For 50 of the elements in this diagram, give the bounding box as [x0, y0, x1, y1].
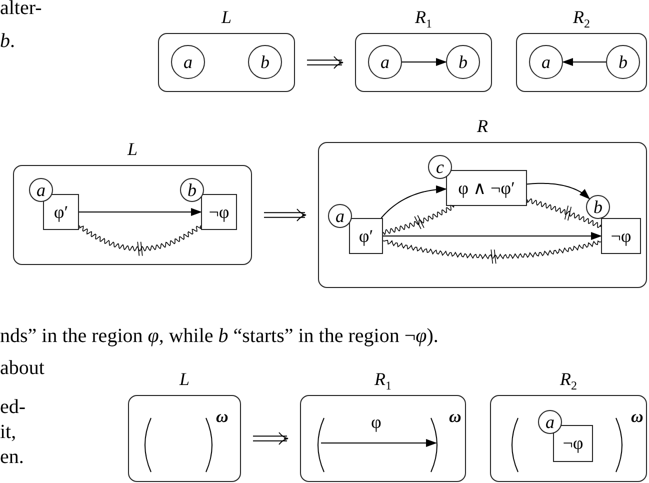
wavy-connector [382, 204, 455, 235]
frame-title: R$_{2}$ [573, 8, 590, 30]
arrow [402, 58, 447, 66]
implies-arrow [252, 432, 288, 445]
frame-title: R [477, 117, 488, 135]
arrow-label: φ [371, 413, 382, 433]
vertex-circle: a [171, 45, 205, 79]
wavy-connector [78, 225, 202, 256]
text-fragment: alter- [0, 0, 42, 19]
superscript: ω [216, 408, 228, 425]
text-fragment: ed- [0, 396, 26, 418]
arrow [526, 182, 590, 200]
text-fragment: about [0, 357, 44, 379]
vertex-circle: a [29, 178, 53, 202]
superscript: ω [631, 408, 644, 425]
vertex-circle: b [586, 195, 610, 219]
text-fragment: en. [0, 446, 24, 468]
arrow [380, 185, 447, 218]
vertex-circle: b [180, 178, 204, 202]
vertex-circle: a [538, 410, 562, 434]
region-box: φ′ [43, 194, 79, 230]
vertex-circle: b [248, 45, 282, 79]
region-box: φ ∧ ¬φ′ [446, 170, 527, 206]
frame-title: R$_{2}$ [560, 370, 577, 392]
arrow [562, 58, 606, 66]
wavy-connector [382, 240, 602, 264]
frame-title: R$_{1}$ [374, 370, 392, 392]
arrow [78, 208, 202, 216]
arrow [382, 232, 602, 240]
vertex-circle: b [446, 45, 480, 79]
text-fragment: it, [0, 421, 16, 443]
frame-title: L [180, 370, 190, 388]
superscript: ω [449, 408, 462, 425]
text-fragment: nds” in the region φ, while b “starts” in the region ¬φ). [0, 325, 438, 347]
frame-title: L [128, 140, 138, 158]
region-box: ¬φ [201, 194, 237, 230]
vertex-circle: a [529, 45, 563, 79]
implies-arrow [306, 56, 344, 69]
wavy-connector [526, 198, 602, 228]
vertex-circle: c [428, 155, 452, 179]
region-box: φ′ [349, 218, 383, 254]
frame-title: L [222, 8, 232, 26]
vertex-circle: b [606, 45, 640, 79]
vertex-circle: a [368, 45, 402, 79]
frame-title: R$_{1}$ [415, 8, 432, 30]
region-box: ¬φ [553, 425, 593, 462]
text-fragment: b. [0, 30, 15, 52]
region-box: ¬φ [601, 218, 641, 254]
vertex-circle: a [328, 204, 352, 228]
implies-arrow [264, 208, 306, 222]
